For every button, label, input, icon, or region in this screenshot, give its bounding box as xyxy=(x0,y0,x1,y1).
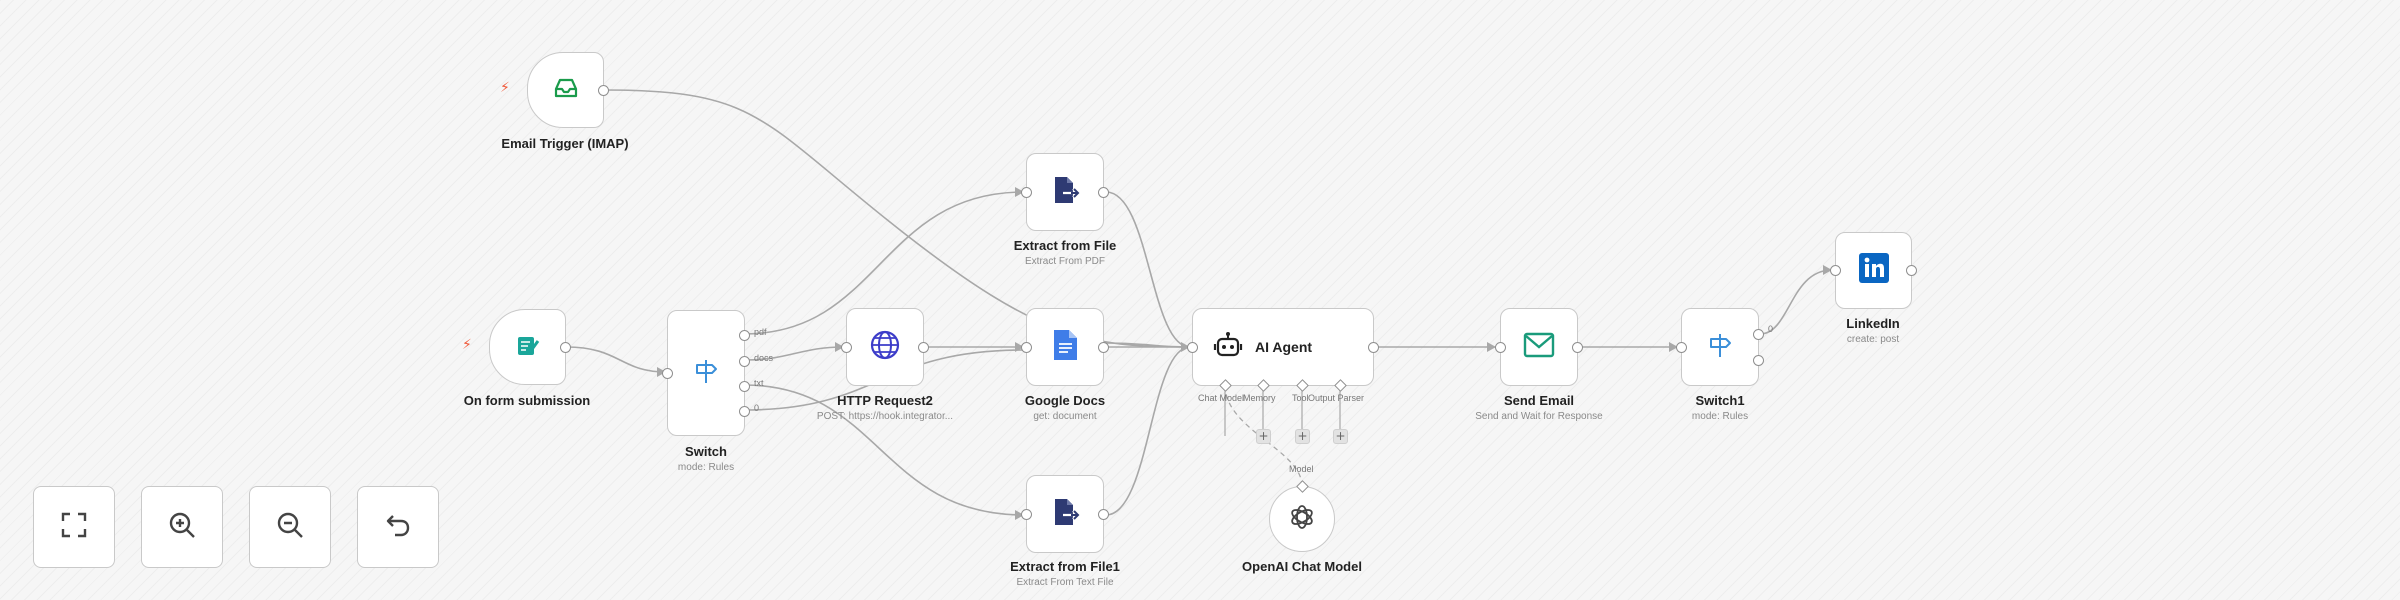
output-handle-txt[interactable] xyxy=(739,381,750,392)
node-title: LinkedIn xyxy=(1846,316,1900,331)
fullscreen-icon xyxy=(59,510,89,545)
node-title: Send Email xyxy=(1503,393,1575,408)
zoom-out-button[interactable] xyxy=(249,486,331,568)
node-switch1[interactable] xyxy=(1676,308,1764,386)
input-handle[interactable] xyxy=(1021,187,1032,198)
signpost-icon xyxy=(1705,330,1735,365)
node-subtitle: mode: Rules xyxy=(677,462,735,473)
linkedin-icon xyxy=(1858,252,1890,289)
robot-icon xyxy=(1213,331,1243,364)
node-title: Extract from File1 xyxy=(1010,559,1120,574)
output-handle[interactable] xyxy=(1098,509,1109,520)
node-subtitle: get: document xyxy=(1033,411,1097,422)
node-google-docs[interactable] xyxy=(1021,308,1109,386)
node-subtitle: mode: Rules xyxy=(1691,411,1749,422)
port-label: Memory xyxy=(1243,393,1276,403)
port-label: Output Parser xyxy=(1308,393,1365,403)
edge-form-to-switch xyxy=(565,346,667,373)
output-label: 0 xyxy=(1768,324,1774,334)
undo-icon xyxy=(383,510,413,545)
input-handle[interactable] xyxy=(1187,342,1198,353)
fit-view-button[interactable] xyxy=(33,486,115,568)
output-handle[interactable] xyxy=(560,342,571,353)
node-switch[interactable] xyxy=(662,310,750,436)
edge-extract1-to-agent xyxy=(1105,346,1191,516)
node-send-email[interactable] xyxy=(1495,308,1583,386)
trigger-bolt-icon: ⚡ xyxy=(462,337,472,353)
input-handle[interactable] xyxy=(1495,342,1506,353)
zoom-out-icon xyxy=(275,510,305,545)
output-handle-0[interactable] xyxy=(739,406,750,417)
output-handle[interactable] xyxy=(1368,342,1379,353)
output-handle[interactable] xyxy=(1572,342,1583,353)
node-subtitle: Extract From PDF xyxy=(1024,256,1106,267)
add-memory-button[interactable]: + xyxy=(1256,429,1271,444)
node-subtitle: Extract From Text File xyxy=(1016,577,1114,588)
openai-icon xyxy=(1288,503,1316,536)
node-extract-from-file[interactable] xyxy=(1021,153,1109,231)
file-export-icon xyxy=(1049,174,1081,211)
node-subtitle: POST: https://hook.integrator... xyxy=(816,411,954,422)
model-output-port[interactable] xyxy=(1296,480,1309,493)
add-output-parser-button[interactable]: + xyxy=(1333,429,1348,444)
google-docs-icon xyxy=(1052,329,1078,366)
port-label: Model xyxy=(1289,464,1314,474)
input-handle[interactable] xyxy=(1021,342,1032,353)
port-label: Tool xyxy=(1292,393,1309,403)
output-handle-0[interactable] xyxy=(1753,329,1764,340)
output-handle[interactable] xyxy=(1906,265,1917,276)
node-subtitle: Send and Wait for Response xyxy=(1475,411,1603,422)
zoom-in-button[interactable] xyxy=(141,486,223,568)
add-tool-button[interactable]: + xyxy=(1295,429,1310,444)
trigger-bolt-icon: ⚡ xyxy=(500,80,510,96)
mail-icon xyxy=(1523,332,1555,363)
node-title: Extract from File xyxy=(1013,238,1117,253)
input-handle[interactable] xyxy=(662,368,673,379)
output-handle[interactable] xyxy=(1098,187,1109,198)
node-linkedin[interactable] xyxy=(1830,232,1917,309)
node-title: OpenAI Chat Model xyxy=(1242,559,1362,574)
inbox-icon xyxy=(551,73,581,108)
output-handle[interactable] xyxy=(598,85,609,96)
output-label: txt xyxy=(754,378,764,388)
node-title: HTTP Request2 xyxy=(837,393,933,408)
output-label: docs xyxy=(754,353,774,363)
node-form-submission[interactable] xyxy=(489,309,571,385)
edge-extract-to-agent xyxy=(1105,191,1191,348)
file-export-icon xyxy=(1049,496,1081,533)
globe-icon xyxy=(868,328,902,367)
node-title: Switch1 xyxy=(1695,393,1745,408)
output-label: 0 xyxy=(754,403,760,413)
input-handle[interactable] xyxy=(1676,342,1687,353)
node-email-trigger[interactable] xyxy=(527,52,609,128)
node-ai-agent[interactable]: AI Agent xyxy=(1187,308,1379,386)
edge-docs-to-agent-2 xyxy=(1105,342,1191,348)
node-extract-from-file1[interactable] xyxy=(1021,475,1109,553)
signpost-icon xyxy=(691,356,721,391)
node-openai-chat-model[interactable] xyxy=(1269,480,1335,552)
form-icon xyxy=(513,330,543,365)
input-handle[interactable] xyxy=(841,342,852,353)
node-title: AI Agent xyxy=(1255,339,1313,355)
undo-button[interactable] xyxy=(357,486,439,568)
output-handle-docs[interactable] xyxy=(739,356,750,367)
input-handle[interactable] xyxy=(1830,265,1841,276)
node-title: Switch xyxy=(685,444,727,459)
output-handle-1[interactable] xyxy=(1753,355,1764,366)
zoom-in-icon xyxy=(167,510,197,545)
node-title: Email Trigger (IMAP) xyxy=(501,136,629,151)
output-handle[interactable] xyxy=(1098,342,1109,353)
node-title: Google Docs xyxy=(1024,393,1106,408)
node-http-request[interactable] xyxy=(841,308,929,386)
input-handle[interactable] xyxy=(1021,509,1032,520)
output-label: pdf xyxy=(754,327,767,337)
node-subtitle: create: post xyxy=(1846,334,1900,345)
output-handle[interactable] xyxy=(918,342,929,353)
port-label: Chat Model xyxy=(1198,393,1245,403)
node-title: On form submission xyxy=(463,393,591,408)
output-handle-pdf[interactable] xyxy=(739,330,750,341)
